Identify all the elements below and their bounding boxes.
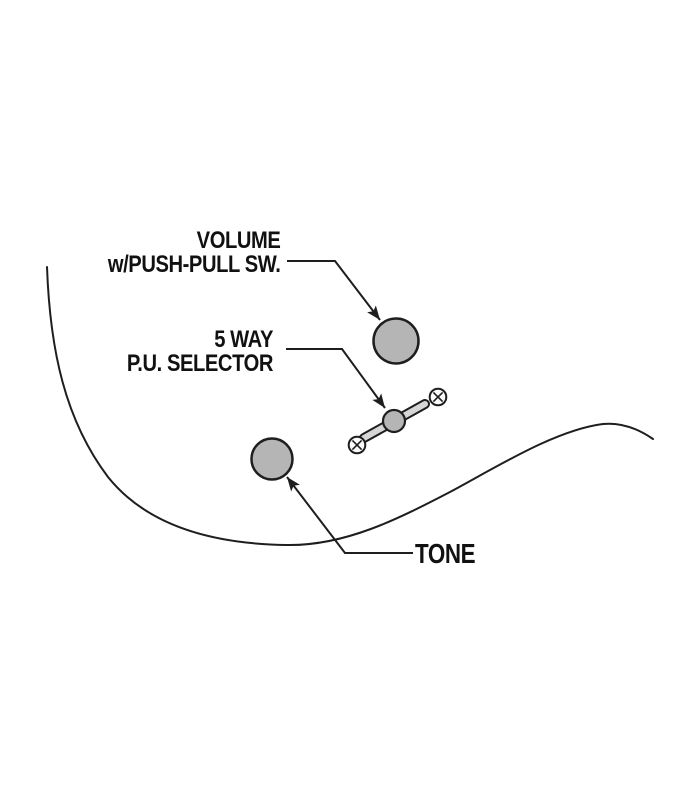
tone-leader-arrow <box>286 476 413 554</box>
volume-leader-arrow <box>287 260 381 321</box>
volume-knob <box>372 317 420 365</box>
tone-label: TONE <box>415 538 476 569</box>
volume-label: VOLUME w/PUSH-PULL SW. <box>107 229 280 277</box>
selector-label: 5 WAY P.U. SELECTOR <box>126 326 274 377</box>
selector-leader-arrow <box>286 348 386 409</box>
screw-icon <box>347 435 367 455</box>
selector-label-line1: 5 WAY <box>214 326 273 353</box>
volume-label-line2: w/PUSH-PULL SW. <box>107 251 280 278</box>
pickup-selector-switch <box>347 387 448 455</box>
selector-label-line2: P.U. SELECTOR <box>126 350 274 377</box>
guitar-body-outline <box>46 266 654 547</box>
selector-knob <box>381 408 407 434</box>
screw-icon <box>428 387 448 407</box>
tone-knob <box>250 437 294 481</box>
tone-label-text: TONE <box>415 538 476 569</box>
volume-label-line1: VOLUME <box>196 227 280 254</box>
